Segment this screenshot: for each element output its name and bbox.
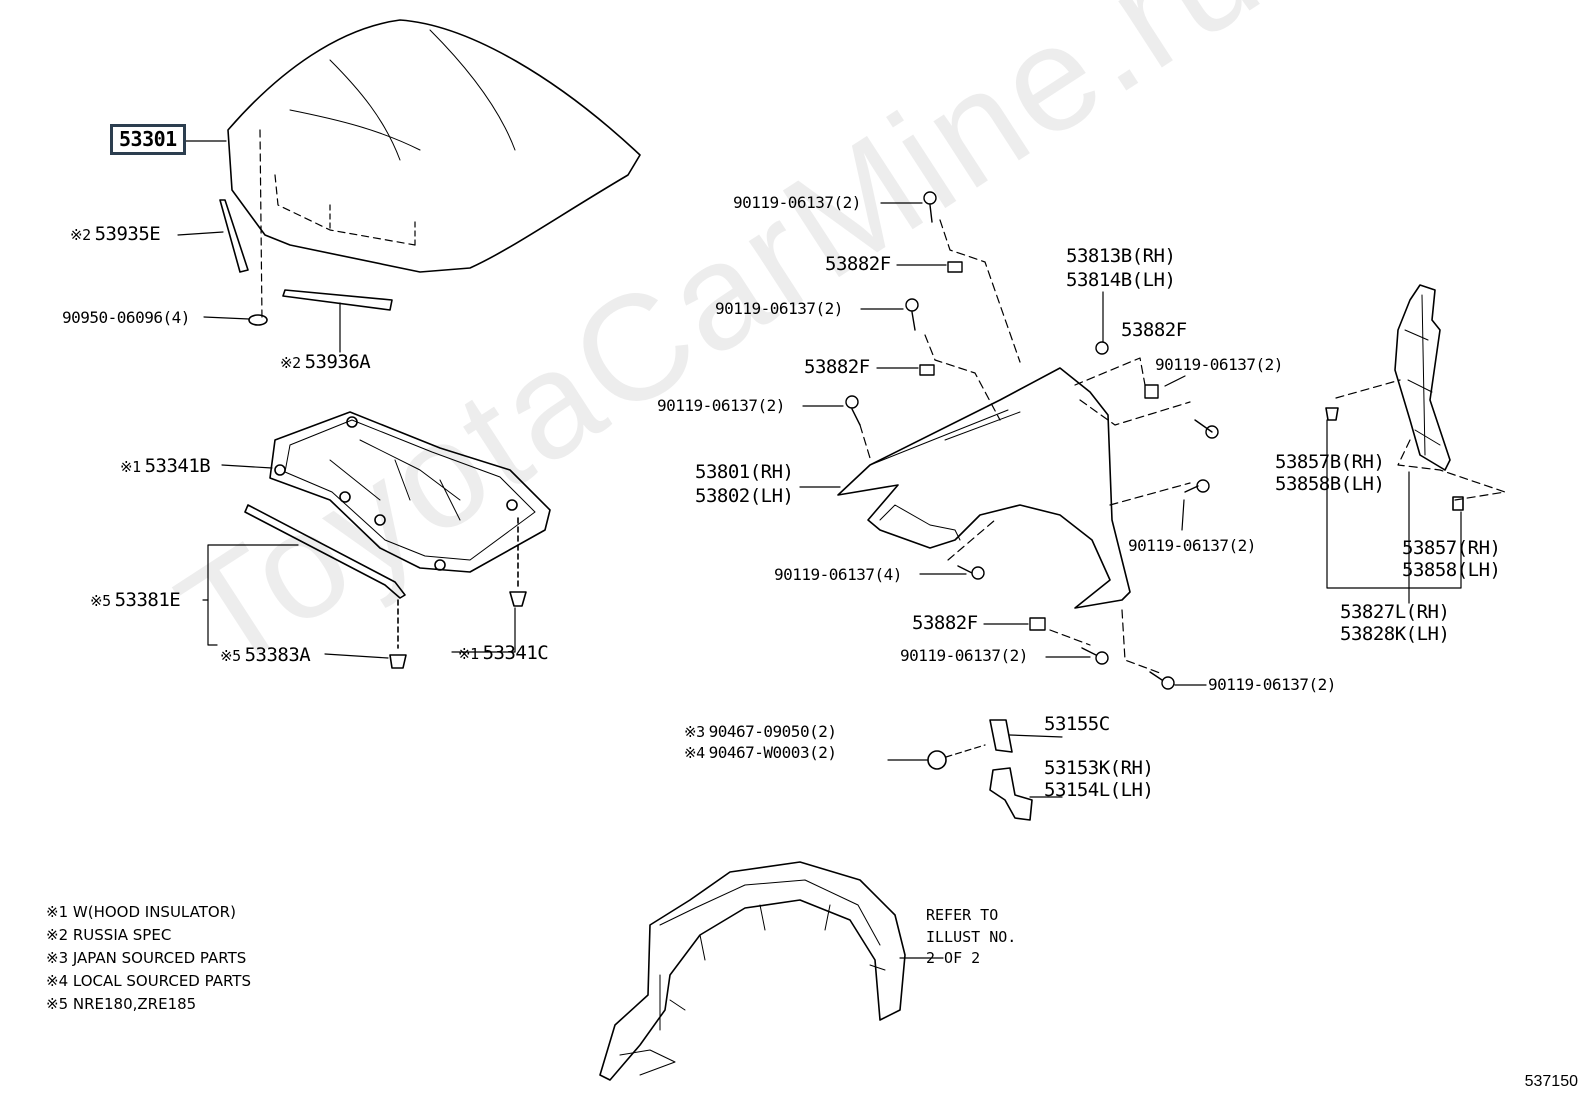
part-label-53858B: 53858B(LH) <box>1275 473 1385 495</box>
part-label-53155C: 53155C <box>1044 713 1110 735</box>
part-label-53882F-1: 53882F <box>825 253 891 275</box>
part-label-bolt-7: 90119-06137(2) <box>900 646 1028 665</box>
fender-bolts-drawing <box>845 191 1219 690</box>
clip-53383A-drawing <box>389 654 407 669</box>
part-label-53882F-3: 53882F <box>1121 319 1187 341</box>
fender-dashed-lines <box>859 219 1191 674</box>
part-number: 53936A <box>304 351 371 373</box>
part-number: 53935E <box>94 223 161 245</box>
part-number: 53381E <box>114 589 181 611</box>
part-label-53828K: 53828K(LH) <box>1340 623 1450 645</box>
footnote-2: ※2 RUSSIA SPEC <box>46 926 172 944</box>
diagram-reference-number: 537150 <box>1524 1073 1578 1090</box>
hood-panel-drawing <box>227 19 641 321</box>
part-number: 53341C <box>482 642 549 664</box>
part-label-53801: 53801(RH) <box>695 461 794 483</box>
part-label-bolt-3: 90119-06137(2) <box>657 396 785 415</box>
footnote-5: ※5 NRE180,ZRE185 <box>46 995 197 1013</box>
part-number: 53383A <box>244 644 311 666</box>
seal-53153K-drawing <box>989 767 1033 821</box>
front-fender-drawing <box>837 367 1131 609</box>
note-marker: ※2 <box>280 354 301 372</box>
part-label-bolt-4: 90119-06137(2) <box>1155 355 1283 374</box>
hood-clip-drawing <box>248 314 268 326</box>
part-label-53882F-2: 53882F <box>804 356 870 378</box>
fender-bracket-drawing <box>1394 284 1451 471</box>
refer-note-line-3: 2 OF 2 <box>926 949 981 967</box>
footnote-3: ※3 JAPAN SOURCED PARTS <box>46 949 247 967</box>
part-label-53813B: 53813B(RH) <box>1066 245 1176 267</box>
part-label-90950-06096: 90950-06096(4) <box>62 308 190 327</box>
part-label-bolt-8: 90119-06137(2) <box>1208 675 1336 694</box>
hood-seal-53935E-drawing <box>219 199 249 273</box>
refer-note-line-1: REFER TO <box>926 906 999 924</box>
part-label-53802: 53802(LH) <box>695 485 794 507</box>
part-label-53153K: 53153K(RH) <box>1044 757 1154 779</box>
part-number: 53341B <box>144 455 211 477</box>
footnote-1: ※1 W(HOOD INSULATOR) <box>46 903 236 921</box>
part-label-bolt-2: 90119-06137(2) <box>715 299 843 318</box>
note-marker: ※2 <box>70 226 91 244</box>
clip-53857B-drawing <box>1325 407 1339 421</box>
hood-insulator-drawing <box>269 411 551 573</box>
fender-liner-drawing <box>599 861 906 1081</box>
note-marker: ※1 <box>458 645 479 663</box>
part-label-53827L: 53827L(RH) <box>1340 601 1450 623</box>
note-marker: ※3 <box>684 723 705 741</box>
clip-53857-drawing <box>1452 496 1464 511</box>
part-number: 90467-W0003(2) <box>708 743 837 762</box>
refer-note-line-2: ILLUST NO. <box>926 928 1017 946</box>
note-marker: ※1 <box>120 458 141 476</box>
part-label-53857B: 53857B(RH) <box>1275 451 1385 473</box>
clip-90467-drawing <box>927 750 947 770</box>
note-marker: ※4 <box>684 744 705 762</box>
note-marker: ※5 <box>90 592 111 610</box>
hood-seal-53936A-drawing <box>282 289 393 311</box>
part-label-bolt-6: 90119-06137(4) <box>774 565 902 584</box>
protector-53155C-drawing <box>989 719 1013 753</box>
part-label-53857: 53857(RH) <box>1402 537 1501 559</box>
part-number: 90467-09050(2) <box>708 722 837 741</box>
footnote-4: ※4 LOCAL SOURCED PARTS <box>46 972 251 990</box>
part-label-53814B: 53814B(LH) <box>1066 269 1176 291</box>
clip-53341C-drawing <box>509 591 527 607</box>
part-label-bolt-5: 90119-06137(2) <box>1128 536 1256 555</box>
note-marker: ※5 <box>220 647 241 665</box>
part-label-53154L: 53154L(LH) <box>1044 779 1154 801</box>
part-label-53301: 53301 <box>110 124 186 155</box>
part-label-53858: 53858(LH) <box>1402 559 1501 581</box>
hood-seal-53381E-drawing <box>244 504 406 599</box>
part-label-53882F-4: 53882F <box>912 612 978 634</box>
part-label-bolt-1: 90119-06137(2) <box>733 193 861 212</box>
